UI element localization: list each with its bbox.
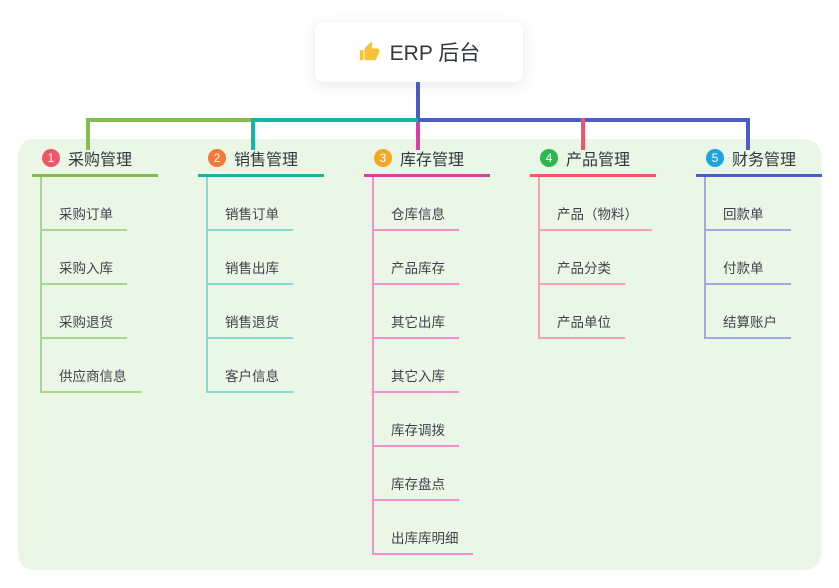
branch-title-label: 产品管理 <box>566 152 631 169</box>
mindmap-node[interactable]: 产品分类 <box>540 231 625 285</box>
root-node[interactable]: ERP 后台 <box>315 22 523 82</box>
mindmap-panel <box>18 139 821 570</box>
branch-title-finance[interactable]: 5 财务管理 <box>696 148 822 177</box>
branch-drop-inventory <box>416 122 420 150</box>
branch-title-label: 库存管理 <box>400 152 465 169</box>
root-label: ERP 后台 <box>389 42 481 65</box>
branch-finance: 5 财务管理 回款单 付款单 结算账户 <box>696 148 822 339</box>
mindmap-node[interactable]: 付款单 <box>706 231 791 285</box>
branch-items-sales: 销售订单 销售出库 销售退货 客户信息 <box>206 177 324 393</box>
mindmap-node[interactable]: 采购入库 <box>42 231 127 285</box>
mindmap-node[interactable]: 销售订单 <box>208 177 293 231</box>
branch-number-badge: 1 <box>42 149 60 167</box>
mindmap-node[interactable]: 出库库明细 <box>374 501 473 555</box>
bus-segment-teal <box>253 118 418 122</box>
mindmap-node[interactable]: 销售退货 <box>208 285 293 339</box>
branch-drop-finance <box>746 118 750 150</box>
thumbs-up-icon <box>359 41 379 61</box>
branch-number-badge: 2 <box>208 149 226 167</box>
branch-sales: 2 销售管理 销售订单 销售出库 销售退货 客户信息 <box>198 148 324 393</box>
mindmap-node[interactable]: 客户信息 <box>208 339 293 393</box>
mindmap-node[interactable]: 采购订单 <box>42 177 127 231</box>
mindmap-node[interactable]: 供应商信息 <box>42 339 141 393</box>
root-connector-line <box>416 82 420 122</box>
mindmap-node[interactable]: 其它入库 <box>374 339 459 393</box>
mindmap-node[interactable]: 库存盘点 <box>374 447 459 501</box>
branch-title-label: 采购管理 <box>68 152 133 169</box>
branch-title-inventory[interactable]: 3 库存管理 <box>364 148 490 177</box>
mindmap-node[interactable]: 产品单位 <box>540 285 625 339</box>
branch-title-label: 财务管理 <box>732 152 797 169</box>
mindmap-node[interactable]: 回款单 <box>706 177 791 231</box>
branch-items-purchase: 采购订单 采购入库 采购退货 供应商信息 <box>40 177 158 393</box>
branch-drop-product <box>581 118 585 150</box>
branch-title-product[interactable]: 4 产品管理 <box>530 148 656 177</box>
mindmap-node[interactable]: 产品库存 <box>374 231 459 285</box>
mindmap-node[interactable]: 库存调拨 <box>374 393 459 447</box>
mindmap-node[interactable]: 其它出库 <box>374 285 459 339</box>
branch-items-product: 产品（物料） 产品分类 产品单位 <box>538 177 656 339</box>
mindmap-node[interactable]: 产品（物料） <box>540 177 652 231</box>
branch-number-badge: 4 <box>540 149 558 167</box>
branch-title-label: 销售管理 <box>234 152 299 169</box>
branch-number-badge: 5 <box>706 149 724 167</box>
branch-purchase: 1 采购管理 采购订单 采购入库 采购退货 供应商信息 <box>32 148 158 393</box>
branch-drop-purchase <box>86 118 90 150</box>
branch-drop-sales <box>251 118 255 150</box>
mindmap-node[interactable]: 结算账户 <box>706 285 791 339</box>
branch-product: 4 产品管理 产品（物料） 产品分类 产品单位 <box>530 148 656 339</box>
branch-title-sales[interactable]: 2 销售管理 <box>198 148 324 177</box>
mindmap-node[interactable]: 销售出库 <box>208 231 293 285</box>
mindmap-node[interactable]: 仓库信息 <box>374 177 459 231</box>
branch-title-purchase[interactable]: 1 采购管理 <box>32 148 158 177</box>
mindmap-node[interactable]: 采购退货 <box>42 285 127 339</box>
branch-items-finance: 回款单 付款单 结算账户 <box>704 177 822 339</box>
bus-segment-green <box>86 118 253 122</box>
branch-items-inventory: 仓库信息 产品库存 其它出库 其它入库 库存调拨 库存盘点 出库库明细 <box>372 177 490 555</box>
branch-inventory: 3 库存管理 仓库信息 产品库存 其它出库 其它入库 库存调拨 库存盘点 出库库… <box>364 148 490 555</box>
branch-number-badge: 3 <box>374 149 392 167</box>
